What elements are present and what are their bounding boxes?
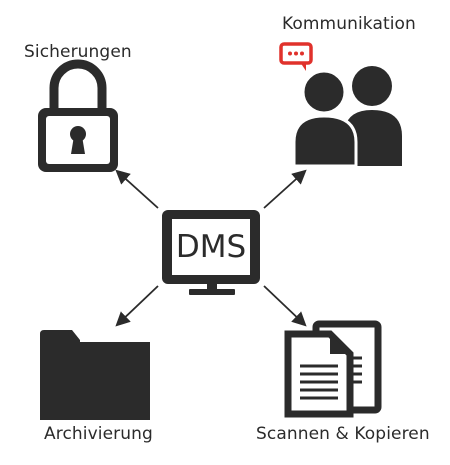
dms-label: DMS bbox=[176, 229, 246, 265]
label-sicherungen: Sicherungen bbox=[24, 42, 132, 62]
arrow-to-archivierung bbox=[115, 285, 159, 327]
label-archivierung: Archivierung bbox=[44, 424, 153, 444]
documents-icon bbox=[284, 320, 382, 418]
arrow-to-kommunikation bbox=[263, 169, 307, 209]
folder-icon bbox=[40, 330, 150, 420]
arrow-to-scannen bbox=[263, 285, 307, 327]
label-kommunikation: Kommunikation bbox=[282, 14, 416, 34]
people-chat-icon bbox=[279, 42, 402, 168]
chat-bubble-icon bbox=[279, 42, 313, 71]
label-scannen-kopieren: Scannen & Kopieren bbox=[256, 424, 430, 444]
monitor-icon: DMS bbox=[162, 210, 260, 295]
connector-arrows bbox=[115, 169, 307, 327]
arrow-to-sicherungen bbox=[115, 169, 159, 209]
padlock-icon bbox=[38, 59, 118, 172]
